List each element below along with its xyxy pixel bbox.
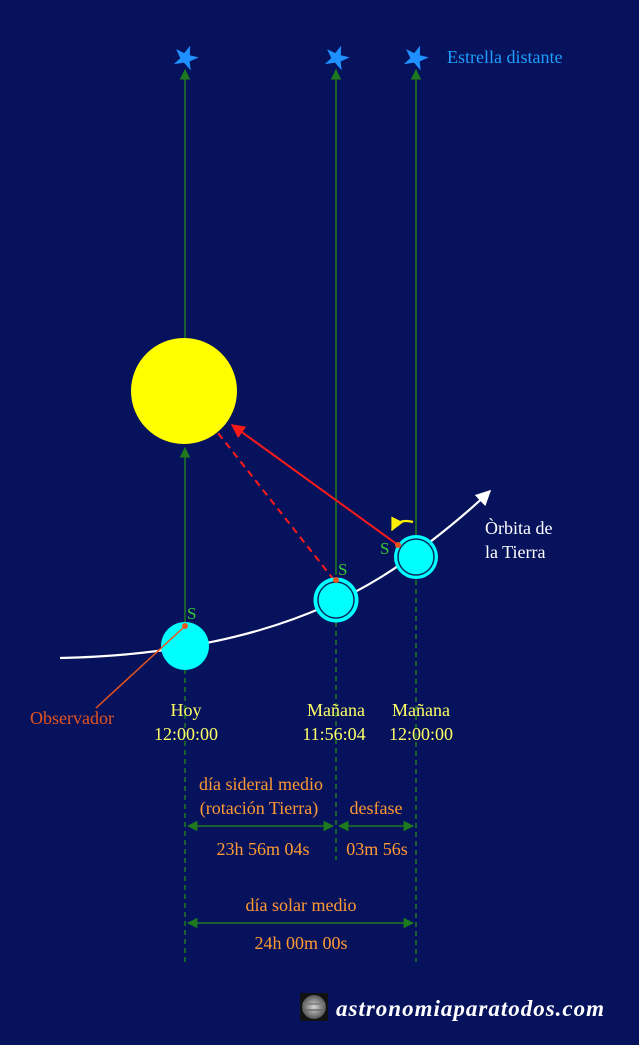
star-icon-3 xyxy=(403,45,429,71)
time-label-manana-1: 11:56:04 xyxy=(302,724,365,744)
rotation-arrow-icon xyxy=(391,516,414,532)
day-label-manana-2: Mañana xyxy=(392,700,450,720)
earth-tomorrow-1200-ring xyxy=(397,538,435,576)
sidereal-label-line1: día sideral medio xyxy=(199,774,323,794)
s-marker-1156: S xyxy=(338,560,347,579)
time-label-manana-2: 12:00:00 xyxy=(389,724,453,744)
time-label-hoy: 12:00:00 xyxy=(154,724,218,744)
solar-value: 24h 00m 00s xyxy=(254,933,347,953)
earth-tomorrow-1200 xyxy=(394,535,438,579)
logo-planet-icon xyxy=(302,995,326,1019)
sun-direction-dashed xyxy=(217,432,335,581)
orbit-label-line1: Òrbita de xyxy=(485,517,552,538)
observer-point-1200 xyxy=(395,542,401,548)
observer-point-1156 xyxy=(333,577,339,583)
orbit-label-line2: la Tierra xyxy=(485,542,546,562)
s-marker-1200: S xyxy=(380,539,389,558)
observer-pointer-line xyxy=(95,627,184,709)
day-label-hoy: Hoy xyxy=(171,700,202,720)
solar-label: día solar medio xyxy=(246,895,357,915)
sun xyxy=(131,338,237,444)
sidereal-value: 23h 56m 04s xyxy=(216,839,309,859)
offset-value: 03m 56s xyxy=(346,839,408,859)
day-label-manana-1: Mañana xyxy=(307,700,365,720)
observer-label: Observador xyxy=(30,708,114,728)
s-marker-today: S xyxy=(187,604,196,623)
offset-label: desfase xyxy=(350,798,403,818)
star-label: Estrella distante xyxy=(447,47,562,67)
earth-today xyxy=(161,622,209,670)
logo-text: astronomiaparatodos.com xyxy=(336,996,605,1021)
sidereal-label-line2: (rotación Tierra) xyxy=(200,798,318,819)
sun-direction-arrow xyxy=(230,424,399,546)
star-icon-1 xyxy=(173,45,199,71)
observer-point-today xyxy=(182,623,188,629)
star-icon-2 xyxy=(324,45,350,71)
earth-tomorrow-1156 xyxy=(313,577,359,623)
